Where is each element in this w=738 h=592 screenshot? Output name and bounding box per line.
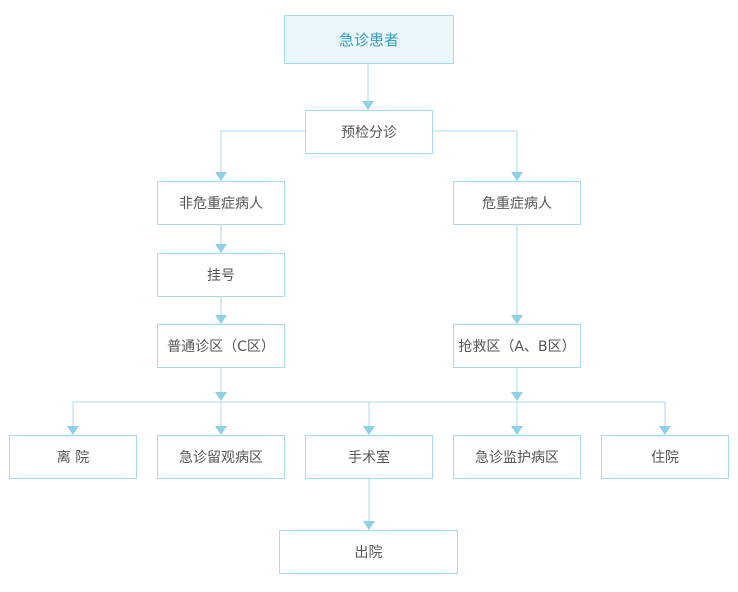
arrow-rescue-area — [511, 315, 523, 324]
node-registration: 挂号 — [157, 253, 285, 297]
node-critical: 危重症病人 — [453, 181, 581, 225]
node-monitoring-ward: 急诊监护病区 — [453, 435, 581, 479]
node-emergency-patient: 急诊患者 — [284, 15, 454, 64]
node-observation-ward: 急诊留观病区 — [157, 435, 285, 479]
node-rescue-area: 抢救区（A、B区） — [453, 324, 581, 368]
arrow-triage — [362, 101, 374, 110]
arrow-critical — [511, 172, 523, 181]
arrow-operating-room — [363, 426, 375, 435]
arrow-rescue-bus — [511, 392, 523, 401]
node-operating-room: 手术室 — [305, 435, 433, 479]
arrow-hospitalization — [659, 426, 671, 435]
arrow-discharge-leave — [67, 426, 79, 435]
node-hospitalization: 住院 — [601, 435, 729, 479]
arrow-general-clinic — [215, 315, 227, 324]
arrow-monitoring — [511, 426, 523, 435]
arrow-discharge — [363, 521, 375, 530]
connector-triage-critical — [433, 130, 518, 173]
node-general-clinic: 普通诊区（C区） — [157, 324, 285, 368]
node-discharge: 出院 — [279, 530, 458, 574]
node-discharge-leave: 离 院 — [9, 435, 137, 479]
arrow-observation — [215, 426, 227, 435]
node-non-critical: 非危重症病人 — [157, 181, 285, 225]
connector-triage-noncritical — [220, 130, 305, 173]
node-triage: 预检分诊 — [305, 110, 433, 154]
arrow-noncritical — [215, 172, 227, 181]
arrow-general-bus — [215, 392, 227, 401]
arrow-registration — [215, 244, 227, 253]
